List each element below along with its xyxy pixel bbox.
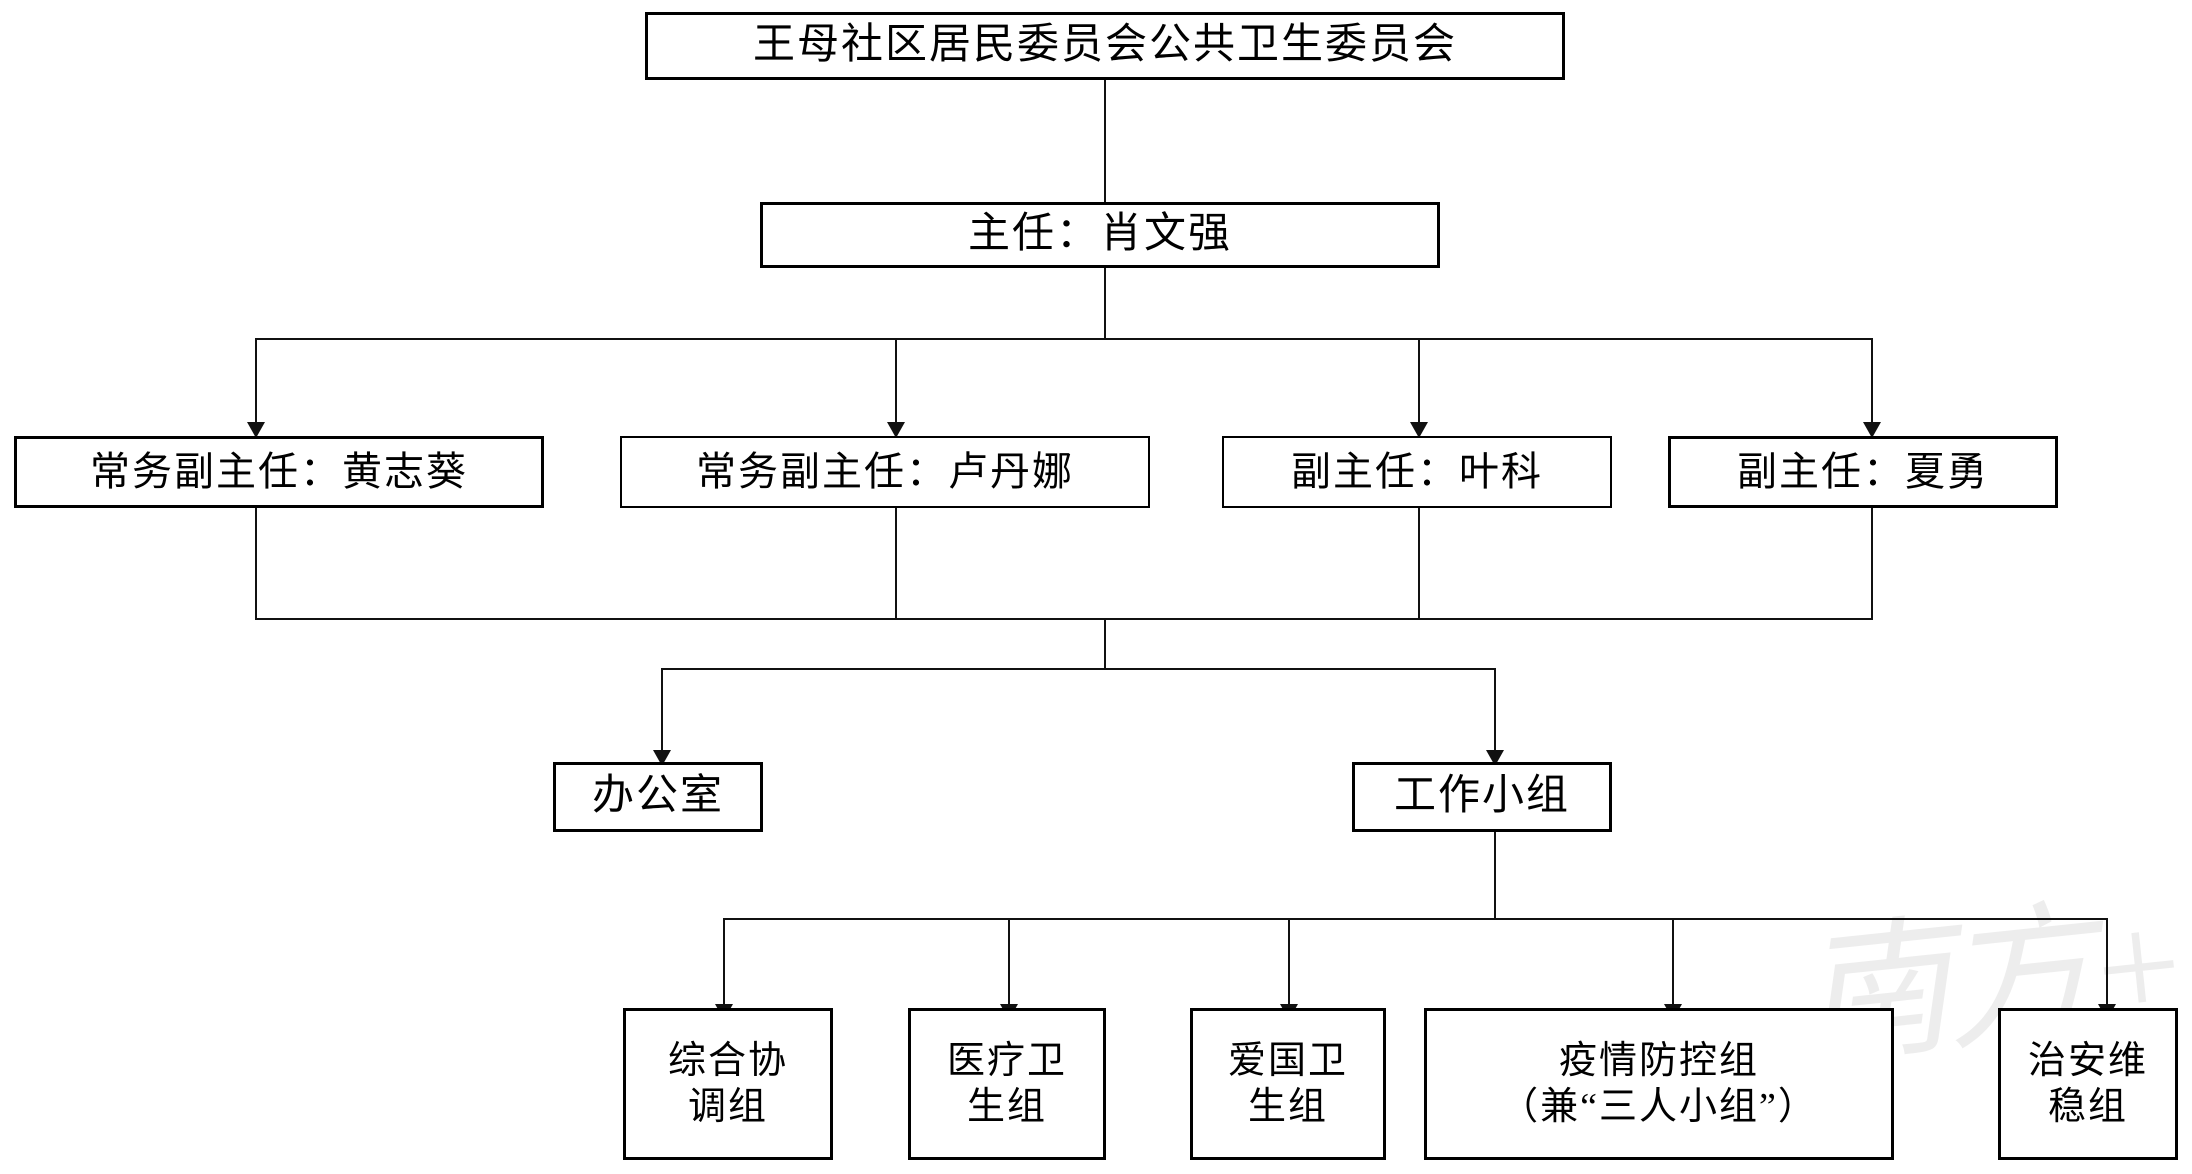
connector-director-stem	[1104, 268, 1106, 340]
connector-group-leg-5	[2106, 918, 2108, 1010]
node-deputy-4[interactable]: 副主任：夏勇	[1668, 436, 2058, 508]
node-group-5-label: 治安维 稳组	[2027, 1039, 2148, 1128]
node-office[interactable]: 办公室	[553, 762, 763, 832]
node-director-label: 主任：肖文强	[967, 211, 1232, 258]
connector-deputy-leg-4	[1871, 338, 1873, 428]
connector-deputy-4-down	[1871, 508, 1873, 620]
node-group-1[interactable]: 综合协 调组	[623, 1008, 833, 1160]
connector-deputy-3-down	[1418, 508, 1420, 620]
node-group-1-label: 综合协 调组	[667, 1039, 788, 1128]
node-group-4-label: 疫情防控组 （兼“三人小组”）	[1500, 1039, 1818, 1128]
connector-deputy-leg-2	[895, 338, 897, 428]
arrowhead-deputy-1	[247, 422, 265, 438]
connector-deputy-leg-3	[1418, 338, 1420, 428]
node-deputy-3[interactable]: 副主任：叶科	[1222, 436, 1612, 508]
node-deputy-2[interactable]: 常务副主任：卢丹娜	[620, 436, 1150, 508]
node-deputy-1[interactable]: 常务副主任：黄志葵	[14, 436, 544, 508]
node-deputy-3-label: 副主任：叶科	[1291, 448, 1543, 494]
node-deputy-1-label: 常务副主任：黄志葵	[90, 448, 468, 494]
connector-group-leg-2	[1008, 918, 1010, 1010]
connector-mid-leg-workgroup	[1494, 668, 1496, 756]
connector-deputy-1-down	[255, 508, 257, 620]
connector-group-leg-4	[1672, 918, 1674, 1010]
arrowhead-deputy-4	[1863, 422, 1881, 438]
connector-groups-bus	[723, 918, 2108, 920]
connector-root-to-director	[1104, 80, 1106, 202]
node-group-3[interactable]: 爱国卫 生组	[1190, 1008, 1386, 1160]
connector-deputy-merge-bus	[255, 618, 1873, 620]
node-deputy-2-label: 常务副主任：卢丹娜	[696, 448, 1074, 494]
connector-deputy-leg-1	[255, 338, 257, 428]
node-workgroup[interactable]: 工作小组	[1352, 762, 1612, 832]
connector-deputy-2-down	[895, 508, 897, 620]
node-root[interactable]: 王母社区居民委员会公共卫生委员会	[645, 12, 1565, 80]
arrowhead-deputy-3	[1410, 422, 1428, 438]
node-deputy-4-label: 副主任：夏勇	[1737, 448, 1989, 494]
node-director[interactable]: 主任：肖文强	[760, 202, 1440, 268]
connector-mid-bus	[661, 668, 1496, 670]
node-group-2-label: 医疗卫 生组	[946, 1039, 1067, 1128]
node-office-label: 办公室	[591, 773, 724, 820]
arrowhead-deputy-2	[887, 422, 905, 438]
node-workgroup-label: 工作小组	[1393, 773, 1570, 820]
node-group-3-label: 爱国卫 生组	[1227, 1039, 1348, 1128]
node-group-4[interactable]: 疫情防控组 （兼“三人小组”）	[1424, 1008, 1894, 1160]
connector-workgroup-stem	[1494, 832, 1496, 920]
connector-merge-stem	[1104, 618, 1106, 670]
node-group-5[interactable]: 治安维 稳组	[1998, 1008, 2178, 1160]
connector-mid-leg-office	[661, 668, 663, 756]
node-root-label: 王母社区居民委员会公共卫生委员会	[752, 22, 1457, 69]
connector-group-leg-1	[723, 918, 725, 1010]
node-group-2[interactable]: 医疗卫 生组	[908, 1008, 1106, 1160]
connector-deputy-bus	[255, 338, 1873, 340]
connector-group-leg-3	[1288, 918, 1290, 1010]
